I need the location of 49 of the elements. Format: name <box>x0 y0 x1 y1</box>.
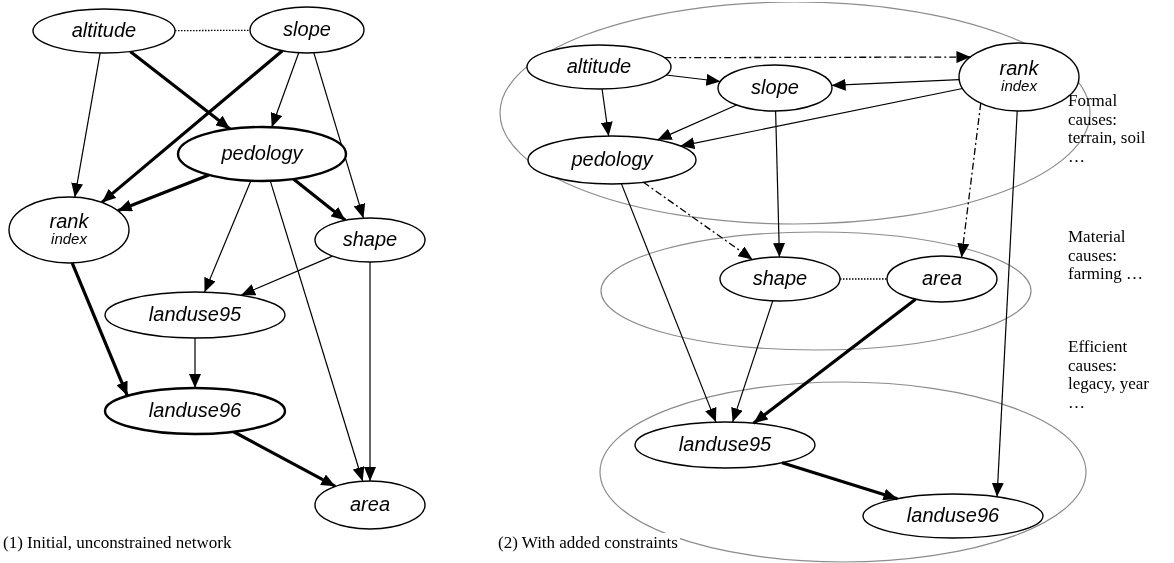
variable-label: altitude <box>70 20 138 40</box>
variable-label: altitude <box>565 56 633 76</box>
variable-label: index <box>50 231 88 246</box>
arrow <box>71 52 101 198</box>
variable-label: slope <box>750 77 800 97</box>
variable-label: rank <box>998 58 1040 78</box>
variable-label: landuse96 <box>905 505 1001 525</box>
arrow <box>70 262 129 397</box>
variable-label: shape <box>341 229 399 249</box>
arrow <box>773 110 786 258</box>
variable-label: rank <box>48 211 90 231</box>
arrow <box>620 183 717 423</box>
arrow <box>657 104 738 141</box>
variable-label: slope <box>282 19 332 39</box>
arrow <box>679 87 964 150</box>
variable-label: pedology <box>570 149 655 169</box>
arrow <box>364 261 376 482</box>
group-label: Material causes: farming … <box>1068 228 1145 285</box>
group-label: Formal causes: terrain, soil … <box>1068 92 1147 167</box>
arrow <box>203 180 252 293</box>
arrow <box>232 430 337 488</box>
arrow <box>189 337 201 389</box>
arrow <box>270 52 300 128</box>
panel-caption: (2) With added constraints <box>496 533 680 553</box>
variable-label: landuse96 <box>147 400 243 420</box>
arrow <box>752 297 917 425</box>
group-label: Efficient causes: legacy, year … <box>1068 338 1150 413</box>
arrow <box>313 52 366 219</box>
arrow <box>600 88 613 137</box>
arrow <box>831 78 960 91</box>
arrow <box>240 255 334 296</box>
arrow <box>117 173 210 213</box>
arrow <box>665 73 721 86</box>
variable-label: shape <box>751 268 809 288</box>
variable-label: area <box>921 268 963 288</box>
arrow <box>129 50 231 131</box>
arrow <box>957 102 982 259</box>
arrow <box>642 181 754 261</box>
variable-label: index <box>1000 78 1038 93</box>
variable-label: landuse95 <box>677 434 773 454</box>
variable-label: pedology <box>220 143 305 163</box>
arrow <box>731 300 774 423</box>
variable-label: landuse95 <box>147 304 243 324</box>
arrow <box>100 49 284 204</box>
variable-label: area <box>349 494 391 514</box>
arrow <box>269 180 365 482</box>
arrow <box>991 110 1018 498</box>
arrow <box>781 461 898 501</box>
panel-caption: (1) Initial, unconstrained network <box>1 533 234 553</box>
